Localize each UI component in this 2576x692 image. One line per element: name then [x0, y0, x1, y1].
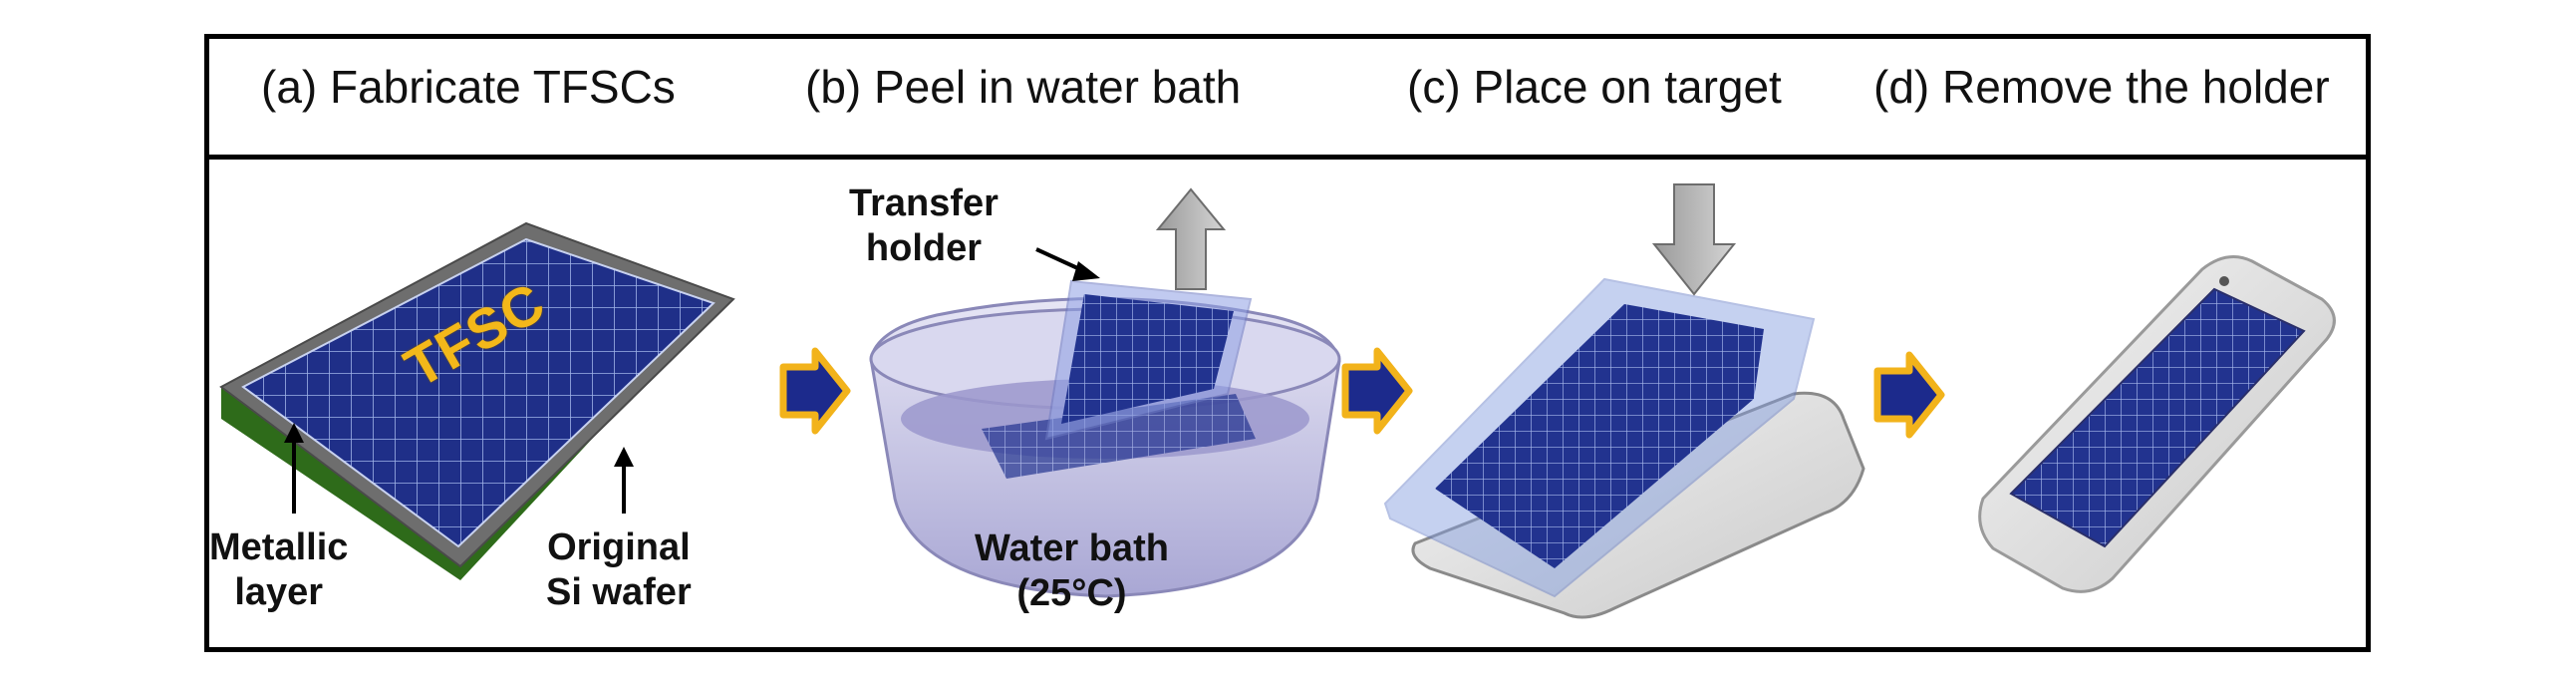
phone-camera-dot: [2219, 276, 2229, 286]
placed-cell: [1435, 304, 1764, 568]
finished-cell: [2009, 287, 2306, 548]
place-on-phone-illustration: [1383, 277, 1865, 619]
transfer-holder-label-line1: Transfer: [849, 182, 999, 224]
water-bath-label-line1: Water bath: [975, 527, 1169, 569]
submerged-cell: [982, 394, 1256, 479]
header-divider: [204, 155, 2371, 160]
transfer-holder-pointer-head: [1072, 261, 1100, 281]
lift-arrow-icon: [1155, 187, 1227, 290]
step-d-title: (d) Remove the holder: [1873, 61, 2330, 113]
transfer-holder-pointer: [1035, 247, 1085, 273]
water-bath-label: Water bath (25°C): [975, 526, 1169, 616]
si-wafer-label-line1: Original: [547, 526, 691, 568]
water-bath-label-line2: (25°C): [1016, 571, 1127, 614]
si-wafer-pointer-head: [614, 447, 634, 467]
si-wafer-label: Original Si wafer: [546, 525, 692, 615]
metallic-layer-label-line1: Metallic: [209, 526, 349, 568]
peeled-cell: [1061, 294, 1234, 424]
step-b-title: (b) Peel in water bath: [805, 61, 1242, 113]
transfer-holder-label: Transfer holder: [849, 181, 999, 271]
figure-frame: [204, 34, 2371, 652]
press-arrow-icon: [1651, 183, 1737, 296]
metallic-layer-pointer-head: [284, 423, 304, 443]
water-bath-illustration: [869, 279, 1341, 598]
tfsc-cell-panel: [241, 237, 716, 548]
si-wafer-label-line2: Si wafer: [546, 570, 692, 613]
metallic-layer-label-line2: layer: [234, 570, 324, 613]
tfsc-wafer-illustration: [219, 221, 735, 580]
process-arrow-icon: [1341, 347, 1413, 435]
step-c-title: (c) Place on target: [1407, 61, 1782, 113]
transfer-holder-label-line2: holder: [865, 226, 983, 269]
target-phone: [1411, 391, 1865, 619]
step-a-title: (a) Fabricate TFSCs: [261, 61, 676, 113]
process-arrow-icon: [779, 347, 851, 435]
metallic-layer-label: Metallic layer: [209, 525, 348, 615]
process-arrow-icon: [1873, 351, 1945, 439]
finished-phone-illustration: [1978, 255, 2336, 593]
